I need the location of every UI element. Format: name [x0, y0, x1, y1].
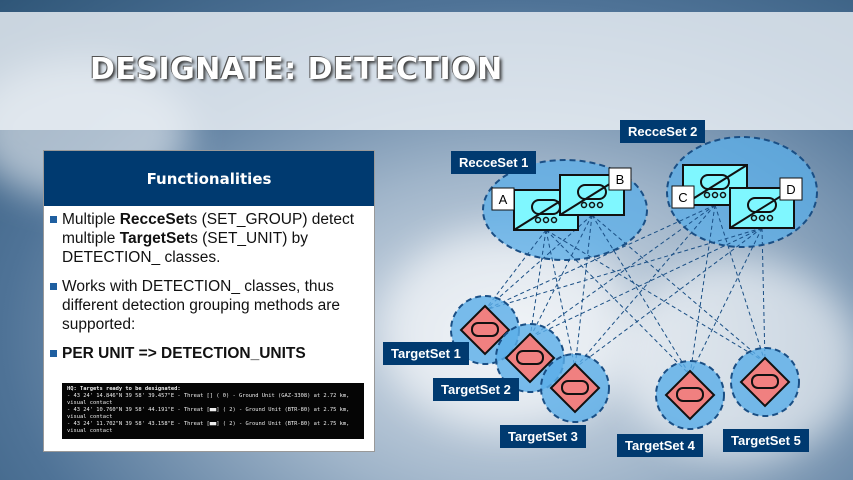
detection-link: [574, 214, 593, 369]
detection-link: [529, 214, 593, 339]
detection-link: [529, 204, 716, 339]
targetset-4-icon: [655, 360, 725, 430]
console-screenshot: HQ: Targets ready to be designated: - 43…: [62, 383, 364, 439]
detection-link: [484, 204, 716, 311]
recce-unit-label-box: [491, 187, 515, 211]
recce-unit-label-box: [779, 177, 803, 201]
recceset-2-label: RecceSet 2: [620, 120, 706, 143]
panel-header: Functionalities: [44, 151, 374, 206]
functionalities-panel: Functionalities Multiple RecceSets (SET_…: [43, 150, 375, 452]
targetset-5-label: TargetSet 5: [723, 429, 809, 452]
recce-unit-label: A: [499, 192, 508, 207]
recce-unit-label: B: [616, 172, 625, 187]
detection-link: [591, 214, 691, 376]
detection-link: [484, 227, 763, 311]
title-band: [0, 12, 853, 130]
recce-unit-label: C: [678, 190, 687, 205]
detection-link: [545, 229, 691, 376]
targetset-4-label: TargetSet 4: [617, 434, 703, 457]
detection-link: [574, 204, 716, 369]
recceset-1-label: RecceSet 1: [451, 151, 537, 174]
detection-link: [545, 229, 766, 363]
recce-unit-label-box: [608, 167, 632, 191]
bullet-1: Multiple RecceSets (SET_GROUP) detect mu…: [50, 210, 368, 267]
detection-link: [529, 227, 763, 339]
targetset-2-label: TargetSet 2: [433, 378, 519, 401]
targetset-5-icon: [730, 347, 800, 417]
recce-unit-label-box: [671, 185, 695, 209]
bullet-2: Works with DETECTION_ classes, thus diff…: [50, 277, 368, 334]
targetset-3-icon: [540, 353, 610, 423]
targetset-1-label: TargetSet 1: [383, 342, 469, 365]
detection-link: [574, 227, 763, 369]
recce-unit-label: D: [786, 182, 795, 197]
targetset-3-label: TargetSet 3: [500, 425, 586, 448]
detection-link: [591, 214, 766, 363]
bullet-3: PER UNIT => DETECTION_UNITS: [50, 344, 368, 363]
detection-link: [545, 229, 576, 369]
detection-link: [761, 227, 766, 363]
slide-title: DESIGNATE: DETECTION: [90, 52, 503, 87]
detection-link: [689, 227, 763, 376]
detection-link: [484, 229, 547, 311]
detection-link: [689, 204, 716, 376]
